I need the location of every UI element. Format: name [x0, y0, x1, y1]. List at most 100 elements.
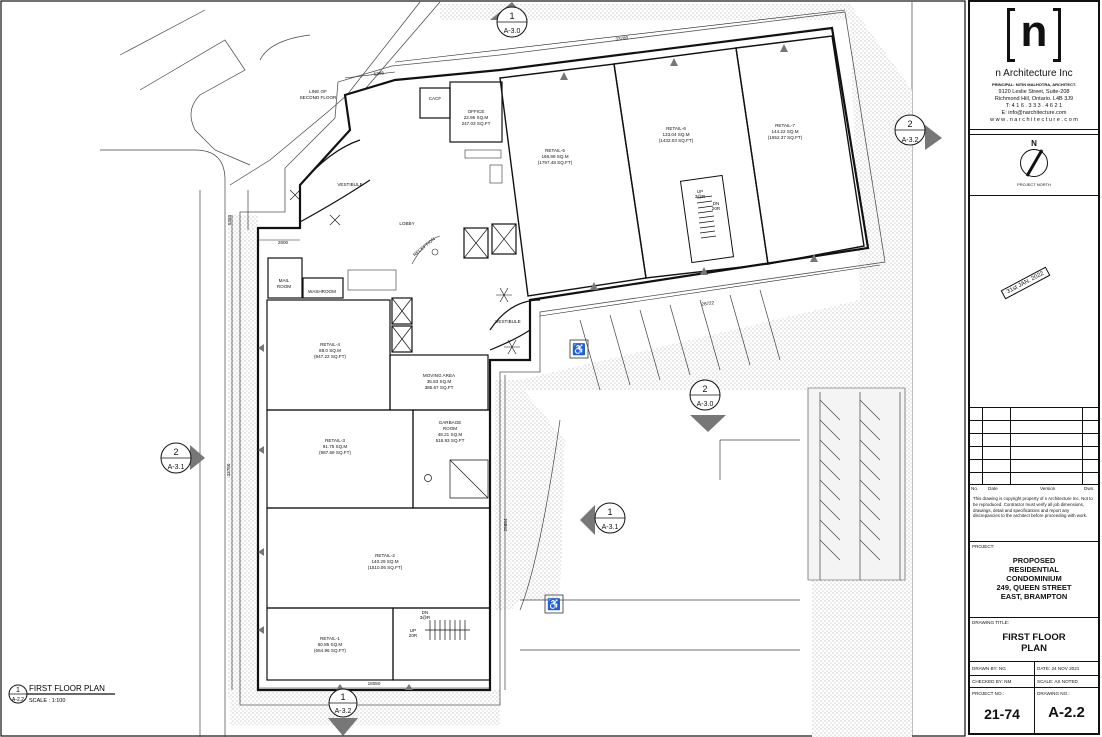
project-line-2: RESIDENTIAL	[1008, 565, 1059, 574]
retail-2-sqft: (1510.06 SQ.FT)	[368, 565, 403, 570]
svg-text:A-3.0: A-3.0	[697, 401, 714, 408]
firm-principal: PRINCIPAL: NITIN MALHOTRA, ARCHITECT.	[992, 82, 1076, 87]
drawn-row: DRAWN BY: NG DATE: 24 NOV 2021	[970, 662, 1098, 676]
door-symbols	[289, 189, 520, 355]
stair2-dn-risers: 3@R	[420, 615, 431, 620]
office-sqft: 247.03 SQ.FT	[462, 121, 491, 126]
line-second-floor-label-2: SECOND FLOOR	[300, 95, 337, 100]
firm-address-2: Richmond Hill, Ontario. L4B 3J9	[994, 96, 1074, 102]
vestibule-north-label: VESTIBULE	[337, 182, 362, 187]
svg-text:♿: ♿	[547, 598, 561, 611]
firm-name: n Architecture Inc	[995, 68, 1073, 79]
stair-retail-6	[696, 195, 717, 239]
date: DATE: 24 NOV 2021	[1037, 666, 1080, 671]
floor-plan-drawing: ♿ ♿ RETAIL-5 166.99 SQ.M (1797.48 SQ.FT)…	[0, 0, 966, 737]
project-section: PROJECT: PROPOSED RESIDENTIAL CONDOMINIU…	[970, 542, 1098, 618]
section-marker-2-a31: 2 A-3.1	[160, 442, 205, 474]
stamp-date: 31st JAN. 2022	[1000, 266, 1051, 300]
line-second-floor-label-1: LINE OF	[309, 89, 327, 94]
retail-1-sqft: (654.96 SQ.FT)	[314, 648, 346, 653]
core-rooms	[266, 81, 517, 681]
drawing-title-line-1: FIRST FLOOR	[1002, 632, 1066, 643]
retail-5-name: RETAIL-5	[545, 148, 565, 153]
mail-room-label-1: MAIL	[279, 278, 290, 283]
drawing-no-label: DRAWING NO.:	[1037, 691, 1070, 696]
rev-header-version: Version	[1040, 486, 1056, 491]
garbage-room-name-1: GARBAGE	[439, 420, 462, 425]
retail-units-north	[499, 35, 865, 297]
mail-room-label-2: ROOM	[277, 284, 291, 289]
vestibule-south-label: VESTIBULE	[495, 319, 520, 324]
logo-letter: n	[1020, 7, 1048, 56]
vestibule-walls	[299, 139, 541, 351]
project-no-label: PROJECT NO.:	[972, 691, 1005, 696]
drawing-title-section: DRAWING TITLE: FIRST FLOOR PLAN	[970, 618, 1098, 662]
retail-3-name: RETAIL-3	[325, 438, 345, 443]
wall-section-arrows	[258, 44, 818, 690]
retail-6-name: RETAIL-6	[666, 126, 686, 131]
dim-left-small: 5383	[227, 214, 232, 225]
section-marker-1-a32-south: 1 A-3.2	[328, 688, 358, 736]
retail-1-name: RETAIL-1	[320, 636, 340, 641]
north-arrow-icon	[1020, 149, 1048, 177]
retail-2-area: 140.29 SQ.M	[371, 559, 398, 564]
lobby-furniture	[347, 149, 503, 291]
svg-text:A-3.1: A-3.1	[168, 464, 185, 471]
firm-logo: n	[1007, 7, 1061, 62]
stair2-up-risers: 20R	[409, 633, 418, 638]
retail-5-sqft: (1797.48 SQ.FT)	[538, 160, 573, 165]
garbage-room-area: 48.21 SQ.M	[438, 432, 463, 437]
retail-3-sqft: (987.59 SQ.FT)	[319, 450, 351, 455]
project-line-4: 249, QUEEN STREET	[996, 583, 1072, 592]
office-name: OFFICE	[468, 109, 485, 114]
section-marker-2-a30: 2 A-3.0	[689, 379, 726, 432]
retail-3-area: 91.75 SQ.M	[323, 444, 348, 449]
retail-7-name: RETAIL-7	[775, 123, 795, 128]
drawing-title-callout: 1 A-2.2 FIRST FLOOR PLAN SCALE : 1:100	[8, 684, 115, 704]
north-arrow-section: N PROJECT NORTH	[970, 134, 1098, 196]
project-line-3: CONDOMINIUM	[1006, 574, 1062, 583]
disclaimer-section: This drawing is copyright property of n …	[970, 492, 1098, 542]
section-marker-2-a32-east: 2 A-3.2	[894, 114, 942, 150]
firm-info: n n Architecture Inc PRINCIPAL: NITIN MA…	[970, 2, 1098, 130]
drawing-title-line-2: PLAN	[1021, 643, 1047, 654]
elevator-shafts	[391, 223, 517, 499]
dim-bottom: 18050	[368, 681, 381, 686]
stair-dn-label: DN	[713, 201, 720, 206]
svg-text:♿: ♿	[572, 343, 586, 356]
svg-text:1: 1	[16, 687, 20, 694]
moving-area-area: 35.83 SQ.M	[427, 379, 452, 384]
svg-text:2: 2	[173, 447, 178, 457]
lobby-label: LOBBY	[399, 221, 414, 226]
stair2-up-label: UP	[410, 628, 416, 633]
moving-area-sqft: 385.67 SQ.FT	[425, 385, 454, 390]
retail-5-area: 166.99 SQ.M	[541, 154, 568, 159]
dim-right-mid: 28722	[701, 300, 715, 307]
washroom-label: WASHROOM	[308, 289, 336, 294]
dim-left: 33780	[226, 463, 231, 476]
dim-top: 33780	[615, 35, 629, 42]
svg-text:A-3.1: A-3.1	[602, 524, 619, 531]
revision-table: No. Date Version Dwn.	[970, 408, 1098, 492]
section-marker-1-a31: 1 A-3.1	[580, 502, 626, 535]
rev-header-dwn: Dwn.	[1084, 486, 1095, 491]
svg-text:A-3.2: A-3.2	[902, 137, 919, 144]
retail-2-name: RETAIL-2	[375, 553, 395, 558]
checked-row: CHECKED BY: NM SCALE: AS NOTED	[970, 676, 1098, 688]
svg-text:1: 1	[509, 11, 514, 21]
stair2-dn-label: DN	[422, 610, 429, 615]
svg-text:1: 1	[340, 692, 345, 702]
sheet-border	[0, 0, 966, 737]
stair-dn-risers: 20R	[712, 206, 721, 211]
title-block: n n Architecture Inc PRINCIPAL: NITIN MA…	[968, 0, 1100, 735]
project-label: PROJECT:	[972, 544, 995, 549]
retail-6-area: 133.04 SQ.M	[662, 132, 689, 137]
project-no: 21-74	[984, 706, 1020, 722]
stair-up-risers: 3@R	[695, 194, 706, 199]
retail-4-sqft: (947.22 SQ.FT)	[314, 354, 346, 359]
dim-vertical-mid: 25884	[503, 518, 508, 531]
garbage-room-sqft: 518.93 SQ.FT	[436, 438, 465, 443]
cacf-label: CACF	[429, 96, 442, 101]
firm-phone: T: 4 1 6 . 3 3 3 . 4 6 2 1	[1005, 103, 1063, 109]
retail-7-area: 144.22 SQ.M	[771, 129, 798, 134]
